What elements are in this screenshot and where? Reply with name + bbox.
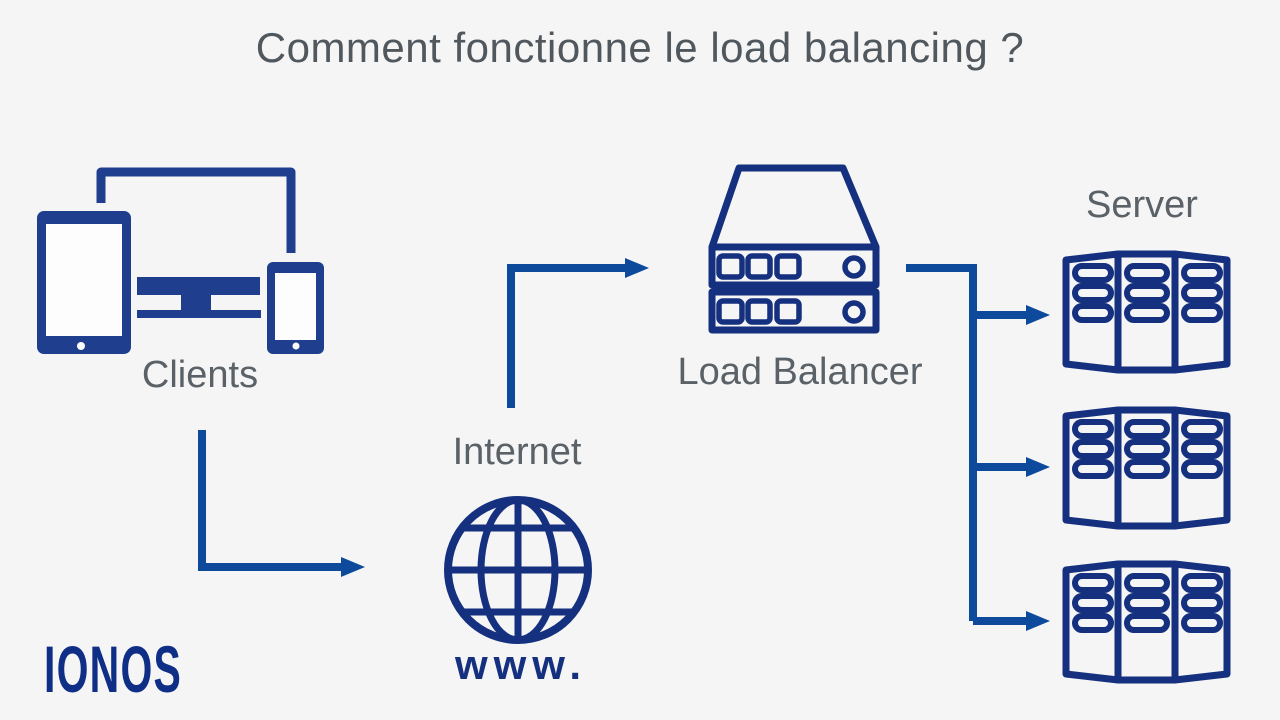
load-balancer-icon	[708, 164, 880, 334]
arrowhead-icon	[1026, 611, 1050, 631]
server-rack-icon	[1062, 560, 1231, 684]
monitor-stand-neck	[181, 293, 211, 311]
load-balancer-label: Load Balancer	[677, 351, 923, 393]
ionos-logo: IONOS	[44, 632, 183, 706]
phone-home-button	[292, 342, 300, 350]
arrowhead-icon	[625, 258, 649, 278]
monitor-bezel	[137, 277, 260, 295]
diagram-title: Comment fonctionne le load balancing ?	[255, 24, 1025, 71]
arrowhead-icon	[1026, 305, 1050, 325]
tablet-screen	[46, 224, 122, 336]
clients-label: Clients	[141, 354, 259, 396]
arrows-loadbalancer-to-servers	[906, 264, 1050, 631]
arrow-clients-to-internet	[198, 430, 365, 577]
tablet-home-button	[77, 342, 85, 350]
monitor-stand-base	[137, 310, 261, 318]
arrowhead-icon	[341, 557, 365, 577]
server-label: Server	[1086, 184, 1198, 226]
server-rack-icon	[1062, 406, 1231, 530]
internet-label: Internet	[452, 431, 582, 473]
arrow-internet-to-loadbalancer	[507, 258, 649, 408]
www-caption: www.	[454, 641, 588, 688]
globe-icon	[444, 496, 592, 644]
server-rack-icon	[1062, 250, 1231, 374]
arrowhead-icon	[1026, 457, 1050, 477]
client-devices-icon	[37, 167, 324, 354]
monitor-frame-icon	[96, 167, 296, 253]
phone-screen	[275, 273, 316, 340]
